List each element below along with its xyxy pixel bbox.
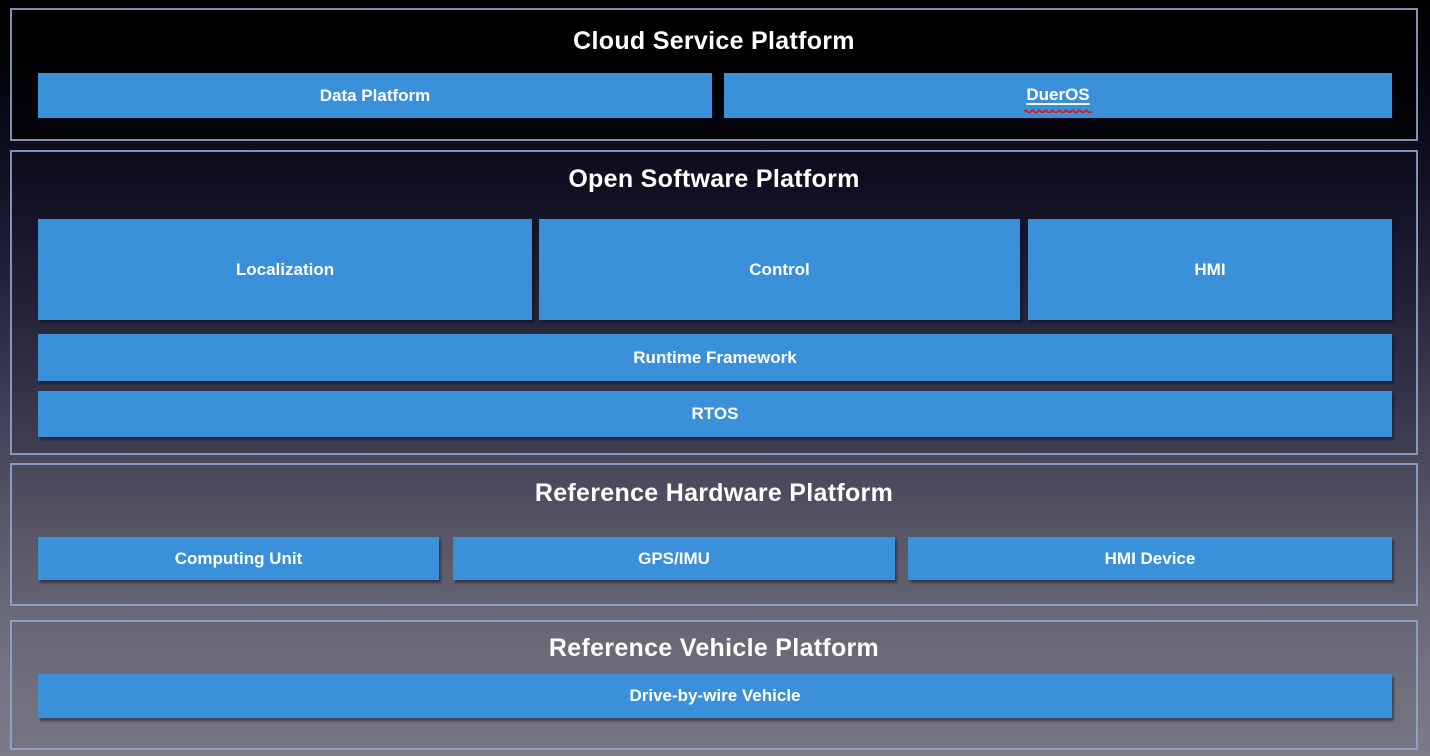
box-label: Control [749,259,810,279]
box-label: GPS/IMU [638,548,710,568]
section-reference-vehicle-platform: Reference Vehicle Platform Drive-by-wire… [10,620,1418,750]
box-label: Localization [235,259,335,279]
box-gps-imu: GPS/IMU [453,537,895,580]
box-label: Data Platform [319,85,431,105]
section-cloud-service-platform: Cloud Service Platform Data Platform Due… [10,8,1418,141]
section-title: Cloud Service Platform [573,27,855,55]
box-localization: Localization [38,219,532,320]
box-dueros: DuerOS [724,73,1392,118]
box-drive-by-wire-vehicle: Drive-by-wire Vehicle [38,674,1392,718]
section-title: Reference Vehicle Platform [548,634,880,662]
box-label: Drive-by-wire Vehicle [629,686,801,705]
box-rtos: RTOS [38,391,1392,437]
box-runtime-framework: Runtime Framework [38,334,1392,381]
box-label: HMI [1194,259,1226,279]
box-hmi-device: HMI Device [908,537,1392,580]
box-hmi: HMI [1028,219,1392,320]
box-control: Control [539,219,1020,320]
section-open-software-platform: Open Software Platform Localization Cont… [10,150,1418,455]
spellcheck-squiggle-underline [1024,109,1092,113]
section-reference-hardware-platform: Reference Hardware Platform Computing Un… [10,463,1418,606]
box-data-platform: Data Platform [38,73,712,118]
box-label: Computing Unit [174,548,303,568]
box-label: Runtime Framework [633,347,797,367]
section-title: Open Software Platform [568,165,860,193]
box-computing-unit: Computing Unit [38,537,439,580]
dueros-label-wrap: DuerOS [1024,85,1092,113]
box-label: RTOS [691,404,739,423]
box-label: HMI Device [1104,548,1196,568]
section-title: Reference Hardware Platform [534,479,894,507]
box-label: DuerOS [1026,85,1090,105]
